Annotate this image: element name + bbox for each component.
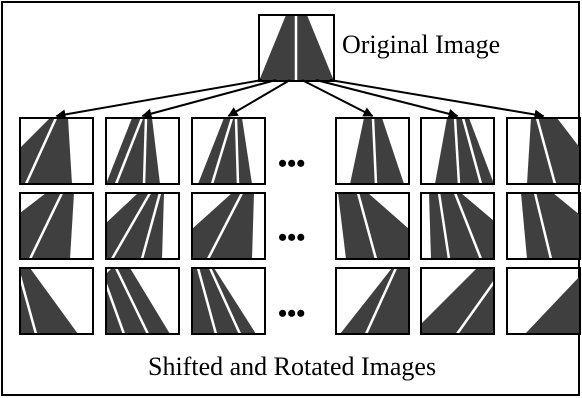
- thumbnail-grid: [19, 117, 581, 335]
- road-shape: [106, 118, 160, 184]
- shifted-image-thumbnail: [105, 192, 180, 260]
- lane-line: [210, 118, 234, 184]
- arrow: [301, 79, 374, 117]
- thumbnail-frame: [105, 267, 180, 335]
- thumbnail-frame: [506, 267, 581, 335]
- original-image-label: Original Image: [342, 30, 500, 59]
- shifted-image-thumbnail: [19, 192, 94, 260]
- lane-line: [461, 118, 483, 184]
- lane-line: [208, 268, 242, 334]
- lane-line: [106, 283, 126, 334]
- lane-line: [142, 118, 148, 184]
- lane-line: [455, 281, 494, 334]
- lane-line: [437, 193, 451, 259]
- thumbnail-frame: [191, 117, 266, 185]
- lane-line: [371, 118, 378, 184]
- lane-line: [140, 193, 162, 259]
- shifted-image-thumbnail: [335, 267, 410, 335]
- road-shape: [340, 268, 409, 334]
- shifted-image-thumbnail: [105, 267, 180, 335]
- shifted-rotated-label: Shifted and Rotated Images: [148, 352, 436, 381]
- thumbnail-frame: [191, 267, 266, 335]
- lane-line: [206, 193, 244, 259]
- road-shape: [435, 118, 494, 184]
- shifted-image-thumbnail: [335, 117, 410, 185]
- thumbnail-frame: [335, 267, 410, 335]
- road-shape: [20, 268, 78, 334]
- shifted-image-thumbnail: [420, 192, 495, 260]
- lane-line: [114, 268, 150, 334]
- thumbnail-frame: [258, 14, 335, 82]
- road-shape: [338, 193, 409, 259]
- arrow: [329, 79, 545, 120]
- lane-line: [196, 268, 218, 334]
- shifted-image-thumbnail: [420, 117, 495, 185]
- thumbnail-frame: [191, 192, 266, 260]
- lane-line: [535, 118, 557, 184]
- arrows: [55, 79, 545, 120]
- shifted-image-thumbnail: [105, 117, 180, 185]
- thumbnail-frame: [335, 192, 410, 260]
- lane-line: [110, 193, 152, 259]
- lane-line: [453, 118, 461, 184]
- road-shape: [350, 118, 404, 184]
- lane-line: [364, 268, 398, 334]
- thumbnail-frame: [105, 117, 180, 185]
- thumbnail-frame: [420, 192, 495, 260]
- ellipsis-row-3: •••: [278, 299, 305, 328]
- shifted-image-thumbnail: [19, 117, 94, 185]
- thumbnail-frame: [19, 117, 94, 185]
- shifted-image-thumbnail: [420, 267, 495, 335]
- lane-line: [24, 118, 58, 184]
- thumbnail-frame: [506, 192, 581, 260]
- shifted-image-thumbnail: [506, 117, 581, 185]
- ellipsis-row-2: •••: [278, 223, 305, 252]
- shifted-image-thumbnail: [191, 267, 266, 335]
- lane-line: [114, 118, 144, 184]
- arrow: [315, 79, 459, 119]
- shifted-image-thumbnail: [506, 192, 581, 260]
- shifted-image-thumbnail: [191, 192, 266, 260]
- original-image-thumbnail: [258, 14, 335, 82]
- shifted-image-thumbnail: [19, 267, 94, 335]
- lane-line: [28, 193, 64, 259]
- road-shape: [521, 193, 580, 259]
- thumbnail-frame: [506, 117, 581, 185]
- road-shape: [198, 118, 252, 184]
- arrow: [227, 79, 291, 117]
- lane-line: [453, 193, 483, 259]
- lane-line: [234, 118, 240, 184]
- thumbnail-frame: [105, 192, 180, 260]
- shifted-image-thumbnail: [335, 192, 410, 260]
- thumbnail-frame: [335, 117, 410, 185]
- shifted-image-thumbnail: [191, 117, 266, 185]
- thumbnail-frame: [420, 267, 495, 335]
- thumbnail-frame: [420, 117, 495, 185]
- road-shape: [106, 268, 170, 334]
- road-shape: [429, 193, 494, 259]
- road-shape: [106, 193, 164, 259]
- road-shape: [20, 118, 72, 184]
- thumbnail-frame: [19, 192, 94, 260]
- road-shape: [421, 268, 494, 334]
- lane-line: [533, 193, 553, 259]
- arrow: [55, 79, 263, 120]
- ellipsis-row-1: •••: [278, 149, 305, 178]
- lane-line: [20, 275, 38, 334]
- thumbnail-frame: [19, 267, 94, 335]
- arrow: [141, 79, 277, 119]
- shifted-image-thumbnail: [506, 267, 581, 335]
- road-shape: [525, 276, 580, 334]
- road-shape: [192, 193, 254, 259]
- lane-line: [356, 193, 378, 259]
